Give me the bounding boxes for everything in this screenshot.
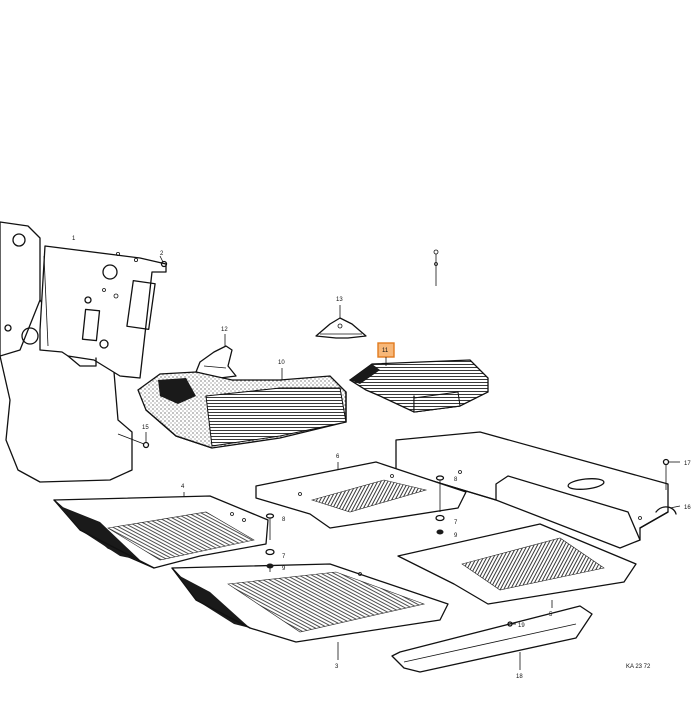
callout-4: 4 (181, 484, 185, 490)
fastener-stack-middle (435, 475, 445, 535)
part-13-cover-plate (315, 305, 367, 339)
callout-labels: 1 2 3 4 5 6 7 7 8 8 9 9 10 12 13 15 16 1… (72, 236, 691, 680)
callout-7b: 7 (454, 520, 458, 526)
callout-7a: 7 (282, 554, 286, 560)
fastener-stack-left (265, 513, 275, 572)
part-6-middle-floor-mat (255, 461, 467, 529)
callout-12: 12 (221, 327, 228, 333)
callout-11: 11 (382, 348, 389, 354)
part-19-screw (507, 621, 516, 627)
callout-8b: 8 (454, 477, 458, 483)
callout-9a: 9 (282, 566, 286, 572)
callout-9b: 9 (454, 533, 458, 539)
part-11-tunnel-cover-rear (348, 359, 489, 413)
part-3-front-floor-mat (171, 563, 449, 660)
callout-17: 17 (684, 461, 691, 467)
callout-18: 18 (516, 674, 523, 680)
callout-15: 15 (142, 425, 149, 431)
part-4-front-floor-mat (53, 492, 269, 569)
callout-3: 3 (335, 664, 339, 670)
part-2-bolt (159, 255, 168, 268)
callout-10: 10 (278, 360, 285, 366)
callout-13: 13 (336, 297, 343, 303)
part-16-fastener (655, 505, 681, 515)
callout-2: 2 (160, 251, 164, 257)
part-17-bolt (662, 458, 680, 490)
callout-16: 16 (684, 505, 691, 511)
callout-6: 6 (336, 454, 340, 460)
callout-19: 19 (518, 623, 525, 629)
part-12-lever-boot (195, 334, 237, 379)
reference-code: KA 23 72 (626, 664, 651, 670)
callout-5: 5 (549, 612, 553, 618)
part-15-bolt (117, 432, 150, 449)
callout-8a: 8 (282, 517, 286, 523)
part-5-rear-floor-mat (397, 523, 637, 608)
fastener-stack-top (433, 249, 439, 286)
part-18-sill-trim (391, 605, 593, 673)
callout-11-highlighted: 11 (377, 342, 395, 366)
part-10-tunnel-cover-front (137, 368, 347, 449)
callout-1: 1 (72, 236, 76, 242)
